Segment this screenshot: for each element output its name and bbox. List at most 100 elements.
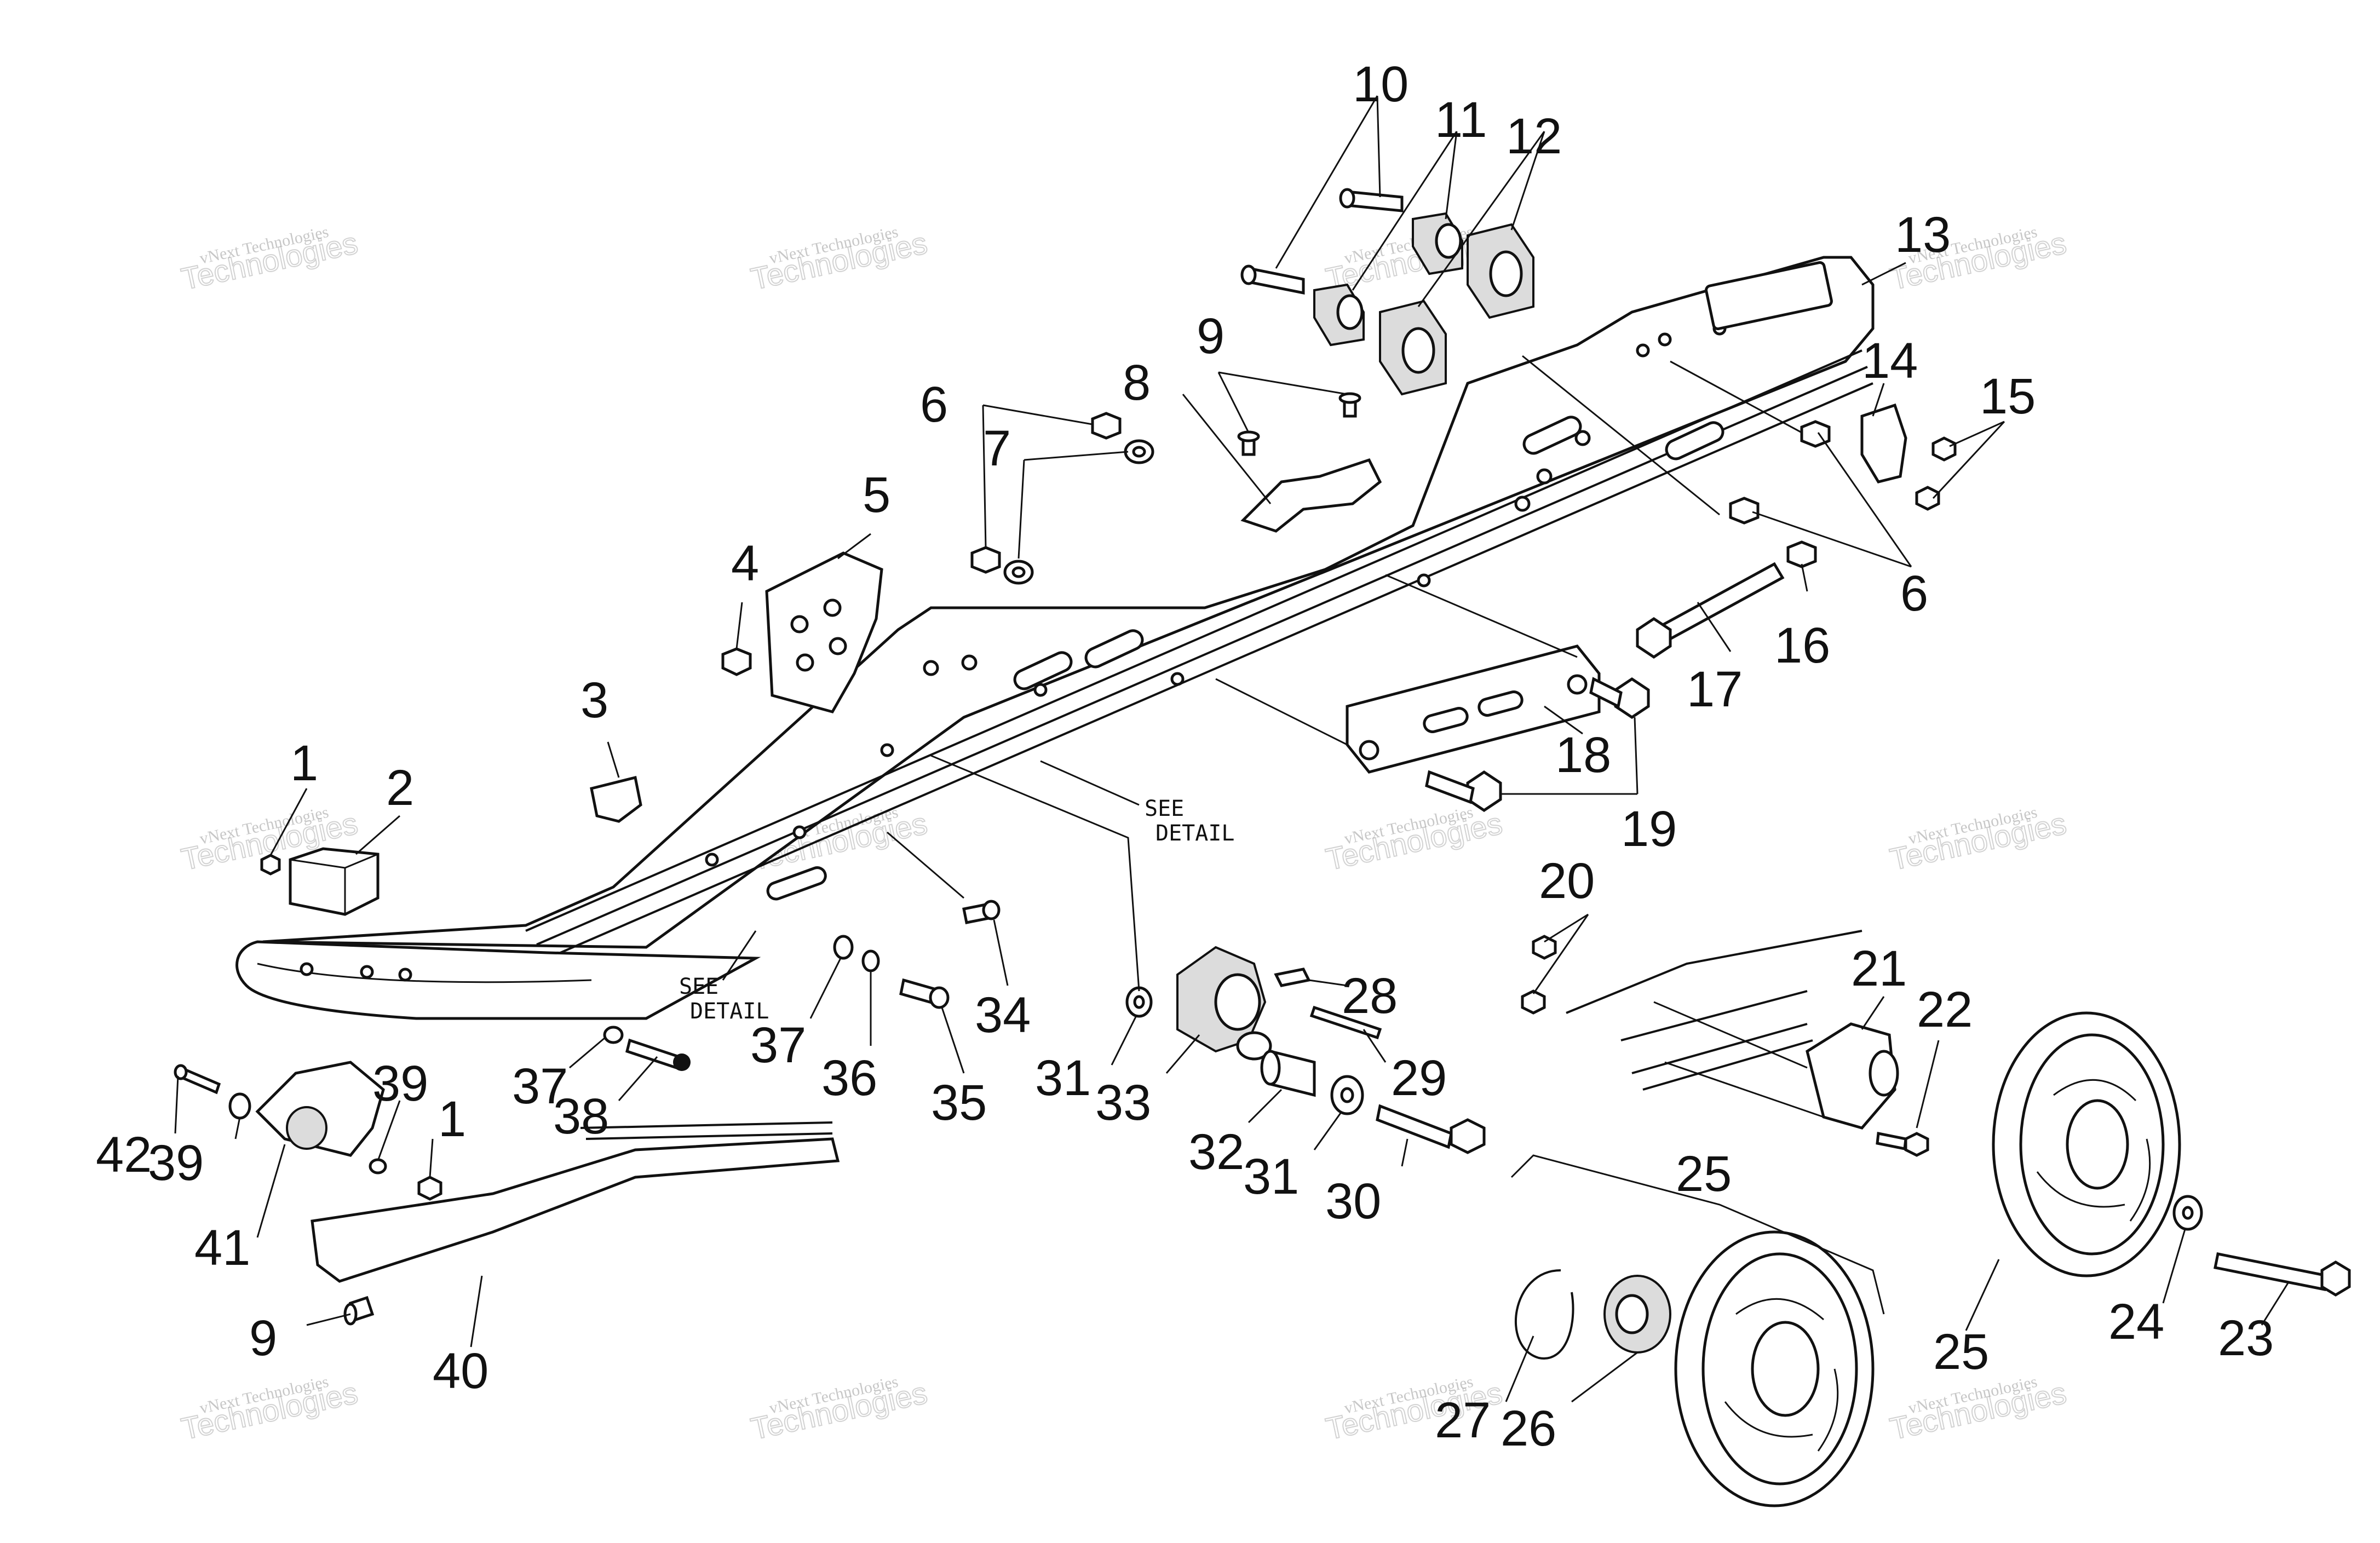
label-1a: 1 [290, 735, 318, 791]
label-17: 17 [1687, 661, 1743, 717]
label-2: 2 [386, 760, 414, 816]
part-9-rivets [343, 392, 1361, 1326]
see-detail-note-1: SEE DETAIL [1145, 796, 1235, 846]
label-22: 22 [1917, 982, 1973, 1038]
label-36: 36 [821, 1050, 877, 1106]
part-20-nuts [1521, 935, 1557, 1015]
part-25-brace [1510, 1154, 1885, 1315]
see-detail-note-2: SEE DETAIL [679, 974, 769, 1024]
leader-lines [174, 95, 2290, 1403]
label-38: 38 [553, 1089, 609, 1144]
part-32-spacer [1260, 1049, 1316, 1097]
label-28: 28 [1342, 968, 1398, 1024]
label-6b: 6 [1900, 566, 1928, 621]
part-27-ring [1514, 1269, 1574, 1360]
part-29-rod [1309, 1005, 1382, 1040]
main-rail [235, 256, 1875, 1020]
label-29: 29 [1391, 1050, 1447, 1106]
label-15: 15 [1980, 369, 2036, 424]
label-16: 16 [1774, 618, 1830, 673]
see-detail-2-line2: DETAIL [690, 999, 769, 1024]
part-5-plate [765, 551, 883, 713]
label-42: 42 [96, 1127, 152, 1183]
part-14-bracket [1860, 403, 1907, 483]
label-3: 3 [580, 672, 608, 728]
label-35: 35 [931, 1075, 987, 1131]
part-6-nuts [970, 412, 1831, 574]
label-33: 33 [1095, 1075, 1151, 1131]
label-10: 10 [1353, 56, 1409, 112]
part-10-bolts [1240, 188, 1404, 295]
see-detail-2-line1: SEE [679, 974, 718, 999]
part-15-nuts [1915, 436, 1957, 511]
part-23-bolt [2214, 1252, 2351, 1297]
part-16-nut [1786, 540, 1817, 568]
label-9a: 9 [1197, 308, 1225, 364]
part-37-washers [603, 935, 854, 1044]
label-8: 8 [1123, 355, 1151, 411]
label-34: 34 [975, 987, 1031, 1043]
label-18: 18 [1555, 727, 1611, 783]
see-detail-1-line2: DETAIL [1155, 821, 1235, 846]
label-9b: 9 [249, 1310, 277, 1366]
rail-slots [766, 261, 1833, 901]
part-36-washer [861, 949, 880, 972]
label-25b: 25 [1933, 1324, 1989, 1380]
see-detail-1-line1: SEE [1145, 796, 1184, 821]
label-24: 24 [2108, 1294, 2164, 1350]
part-25-wheel-right [1992, 1011, 2181, 1277]
part-42-bolt [174, 1064, 221, 1095]
label-23: 23 [2218, 1310, 2274, 1366]
part-3-clip [590, 775, 642, 823]
label-21: 21 [1851, 941, 1907, 997]
part-1-nut [260, 854, 281, 876]
part-25-wheel-left [1674, 1230, 1875, 1507]
part-2-block [289, 847, 380, 916]
rail-upper-plate [262, 256, 1875, 949]
label-4: 4 [731, 536, 759, 591]
part-26-bearing [1603, 1275, 1671, 1354]
label-39b: 39 [148, 1135, 204, 1191]
part-21-mount [1806, 1022, 1899, 1130]
rear-rail-section [1566, 930, 1862, 1091]
part-38-bolt [625, 1038, 691, 1071]
label-26: 26 [1501, 1401, 1556, 1456]
label-14: 14 [1862, 333, 1918, 389]
label-41: 41 [194, 1220, 250, 1276]
part-17-bolt [1636, 562, 1785, 659]
part-11-spacers [1313, 212, 1463, 347]
label-12: 12 [1506, 108, 1562, 164]
label-1b: 1 [438, 1091, 466, 1147]
label-30: 30 [1325, 1173, 1381, 1229]
part-22-bolt [1876, 1132, 1929, 1157]
label-6a: 6 [920, 377, 948, 433]
part-35-bolt [899, 978, 950, 1009]
label-37b: 37 [512, 1058, 568, 1114]
part-7-washers [1003, 439, 1154, 585]
part-34-bolt [962, 900, 1001, 924]
part-31-washers [1125, 986, 1364, 1115]
part-12-blocks [1379, 223, 1534, 396]
part-4-nut [721, 647, 752, 676]
label-20: 20 [1539, 853, 1595, 909]
label-19: 19 [1621, 801, 1677, 857]
label-27: 27 [1435, 1392, 1491, 1448]
label-37a: 37 [750, 1017, 806, 1073]
part-19-bolts [1425, 677, 1650, 813]
part-8-bracket [1240, 458, 1382, 533]
label-25a: 25 [1676, 1146, 1732, 1202]
callout-labels: 1 2 3 4 5 6 6 7 8 9 9 10 11 12 13 14 15 … [96, 56, 2274, 1456]
label-40: 40 [433, 1343, 488, 1399]
part-28-pin [1274, 968, 1311, 987]
part-30-bolt [1376, 1104, 1486, 1154]
rail-front-nose [235, 940, 761, 1020]
label-5: 5 [863, 467, 890, 523]
label-7: 7 [983, 421, 1011, 476]
label-39a: 39 [372, 1056, 428, 1112]
label-13: 13 [1895, 207, 1951, 263]
part-24-washer [2172, 1195, 2203, 1231]
part-18-crossbar [1346, 644, 1601, 774]
part-1-nut-b [417, 1176, 442, 1201]
label-31a: 31 [1035, 1050, 1091, 1106]
